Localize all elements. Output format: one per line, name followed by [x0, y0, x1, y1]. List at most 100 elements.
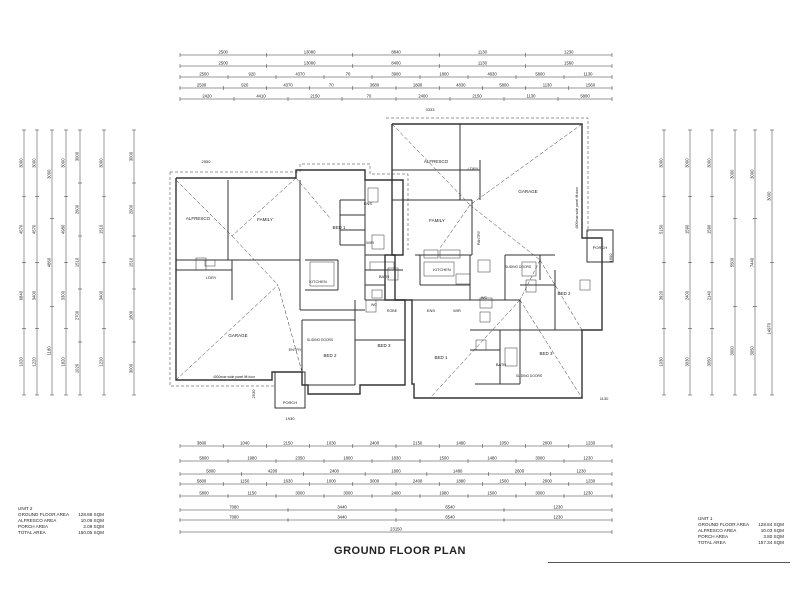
- dimension-text: 2400: [418, 94, 428, 99]
- dimension-text: 2400: [685, 290, 690, 300]
- dimension-text: 1500: [487, 491, 497, 496]
- fixture: [477, 259, 491, 273]
- dimension-text: 3400: [99, 290, 104, 300]
- dimension-text: 3000: [61, 158, 66, 168]
- dimension-text: 1030: [659, 357, 664, 367]
- dimension-text: 1880: [456, 479, 466, 484]
- dimension-text: 3000: [535, 456, 545, 461]
- dimension-text: 1180: [47, 346, 52, 356]
- dimension-text: 5500: [730, 257, 735, 267]
- room-label: BATH: [496, 362, 506, 367]
- dimension-text: 1150: [240, 479, 250, 484]
- right-unit-outer-wall: [391, 123, 603, 399]
- dimension-text: 5800: [206, 469, 216, 474]
- dimension-text: 2400: [330, 469, 340, 474]
- dimension-text: 2550: [202, 159, 212, 164]
- dimension-text: 1500: [439, 456, 449, 461]
- dimension-text: 2350: [295, 456, 305, 461]
- plan-linework: [22, 53, 774, 534]
- dimension-text: 1980: [247, 456, 257, 461]
- porch-left: [274, 371, 306, 409]
- dimension-text: 5800: [199, 491, 209, 496]
- dimension-text: 4570: [19, 224, 24, 234]
- dimension-text: 2530: [251, 389, 256, 399]
- dimension-text: 3000: [19, 158, 24, 168]
- dimension-text: 5800: [580, 94, 590, 99]
- roof-outline: [169, 172, 275, 387]
- room-label: ALFRESCO: [424, 159, 449, 164]
- dimension-text: 1590: [685, 224, 690, 234]
- dimension-text: 14970: [767, 322, 772, 334]
- room-label: WIR: [366, 240, 374, 245]
- dimension-text: 1980: [439, 491, 449, 496]
- dimension-text: 1040: [240, 441, 250, 446]
- room-label: BATH: [379, 274, 389, 279]
- dimension-text: 3030: [685, 357, 690, 367]
- roof-hip-line: [439, 204, 471, 249]
- room-label: WC: [371, 303, 377, 307]
- dimension-text: 3000: [659, 158, 664, 168]
- dimension-text: 1480: [453, 469, 463, 474]
- dimension-text: 3000: [750, 169, 755, 179]
- dimension-text: 920: [249, 72, 257, 77]
- room-label: WIR: [453, 308, 461, 313]
- room-label: BED 2: [557, 291, 571, 296]
- dimension-text: 3680: [370, 83, 380, 88]
- dimension-text: 1800: [439, 72, 449, 77]
- roof-hip-line: [469, 123, 583, 206]
- roof-hip-line: [295, 177, 331, 219]
- fixture: [423, 261, 455, 277]
- room-label: L'DRY: [206, 276, 217, 280]
- dimension-text: 2000: [129, 204, 134, 214]
- dimension-text: 1510: [75, 257, 80, 267]
- dimension-text: 1800: [129, 310, 134, 320]
- dimension-text: 4370: [283, 83, 293, 88]
- dimension-text: 1130: [583, 72, 593, 77]
- dimension-text: 2000: [543, 441, 553, 446]
- dimension-text: 1590: [707, 224, 712, 234]
- fixture: [371, 289, 383, 299]
- dimension-text: 920: [241, 83, 249, 88]
- dimension-text: 1820: [61, 357, 66, 367]
- roof-hip-line: [519, 259, 541, 301]
- room-label: FAMILY: [257, 217, 273, 222]
- unit-2-heading: UNIT 2: [18, 506, 33, 511]
- fixture: [369, 261, 395, 271]
- dimension-text: 2400: [413, 479, 423, 484]
- dimension-text: 4410: [256, 94, 266, 99]
- dimension-text: 2000: [543, 479, 553, 484]
- roof-hip-line: [391, 123, 471, 206]
- dimension-text: 3000: [295, 491, 305, 496]
- dimension-text: 3333: [426, 107, 436, 112]
- room-label: BED 3: [377, 343, 391, 348]
- dimension-text: 5800: [535, 72, 545, 77]
- porch-right: [586, 229, 614, 263]
- dimension-text: 3000: [685, 158, 690, 168]
- fixture: [309, 261, 335, 287]
- dimension-text: 3000: [730, 169, 735, 179]
- dimension-text: 1800: [343, 456, 353, 461]
- room-label: 4800max wide panel lift door: [575, 186, 579, 229]
- dimension-text: 1130: [526, 94, 536, 99]
- dimension-text: 70: [367, 94, 372, 99]
- dimension-text: 1130: [543, 83, 553, 88]
- dimension-text: 6540: [445, 505, 455, 510]
- room-label: BED 3: [539, 351, 553, 356]
- dimension-text: 1050: [499, 441, 509, 446]
- room-label: KITCHEN: [309, 279, 327, 284]
- room-label: PANTRY: [477, 230, 481, 245]
- room-label: GARAGE: [518, 189, 537, 194]
- dimension-text: 1230: [553, 505, 563, 510]
- room-label: BED 1: [332, 225, 346, 230]
- fixture: [371, 234, 385, 250]
- room-label: BED 2: [323, 353, 337, 358]
- dimension-text: 1630: [283, 479, 293, 484]
- dimension-text: 1500: [499, 479, 509, 484]
- dimension-text: 1220: [32, 357, 37, 367]
- dimension-text: 3800: [197, 441, 207, 446]
- room-label: L'DRY: [468, 167, 479, 171]
- roof-hip-line: [469, 204, 541, 261]
